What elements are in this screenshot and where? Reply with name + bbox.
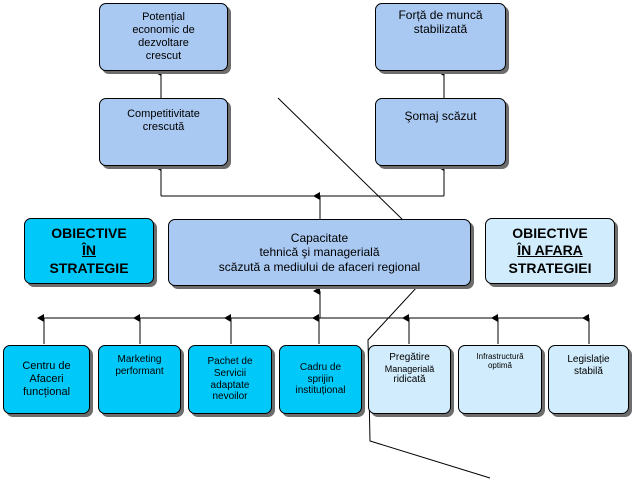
node-low-unemployment: Şomaj scăzut xyxy=(375,98,506,166)
strategy-boundary-line xyxy=(277,97,491,479)
